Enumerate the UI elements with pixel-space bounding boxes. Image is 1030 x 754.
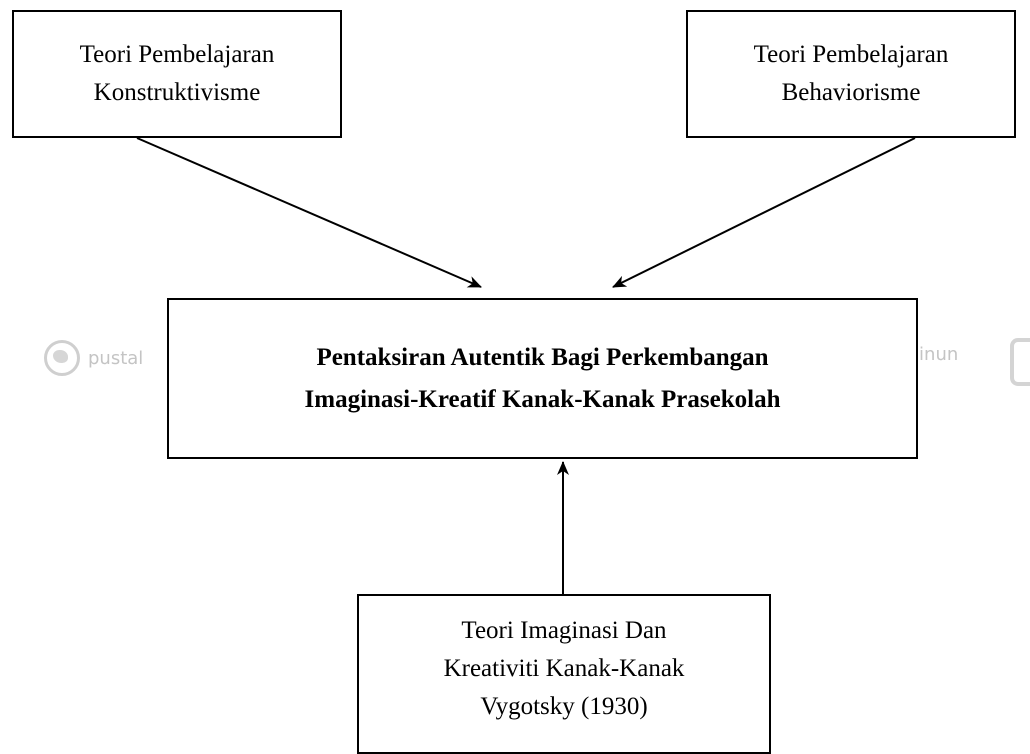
box-vygotsky-line3: Vygotsky (1930) <box>480 693 648 720</box>
box-behaviorisme-line1: Teori Pembelajaran <box>753 41 949 68</box>
box-vygotsky-line2: Kreativiti Kanak-Kanak <box>443 655 685 682</box>
box-central-line2: Imaginasi-Kreatif Kanak-Kanak Prasekolah <box>304 385 781 413</box>
watermark-right-text: ainun <box>908 344 959 365</box>
box-vygotsky-line1: Teori Imaginasi Dan <box>461 617 667 644</box>
box-konstruktivisme-line2: Konstruktivisme <box>93 79 261 106</box>
box-behaviorisme: Teori Pembelajaran Behaviorisme <box>686 10 1016 138</box>
watermark-book-icon <box>1010 338 1030 386</box>
arrow-behaviorisme-to-central <box>612 137 916 288</box>
box-konstruktivisme: Teori Pembelajaran Konstruktivisme <box>12 10 342 138</box>
box-behaviorisme-line2: Behaviorisme <box>781 79 921 106</box>
box-central-line1: Pentaksiran Autentik Bagi Perkembangan <box>316 343 769 371</box>
watermark-left-text: pustal <box>88 347 144 369</box>
watermark-right: ainun <box>908 344 958 365</box>
globe-icon <box>44 340 80 376</box>
box-central-concept: Pentaksiran Autentik Bagi Perkembangan I… <box>167 298 918 459</box>
arrow-konstruktivisme-to-central <box>136 137 482 288</box>
box-konstruktivisme-line1: Teori Pembelajaran <box>79 41 275 68</box>
watermark-left: pustal <box>44 340 143 376</box>
box-vygotsky: Teori Imaginasi Dan Kreativiti Kanak-Kan… <box>357 594 771 754</box>
